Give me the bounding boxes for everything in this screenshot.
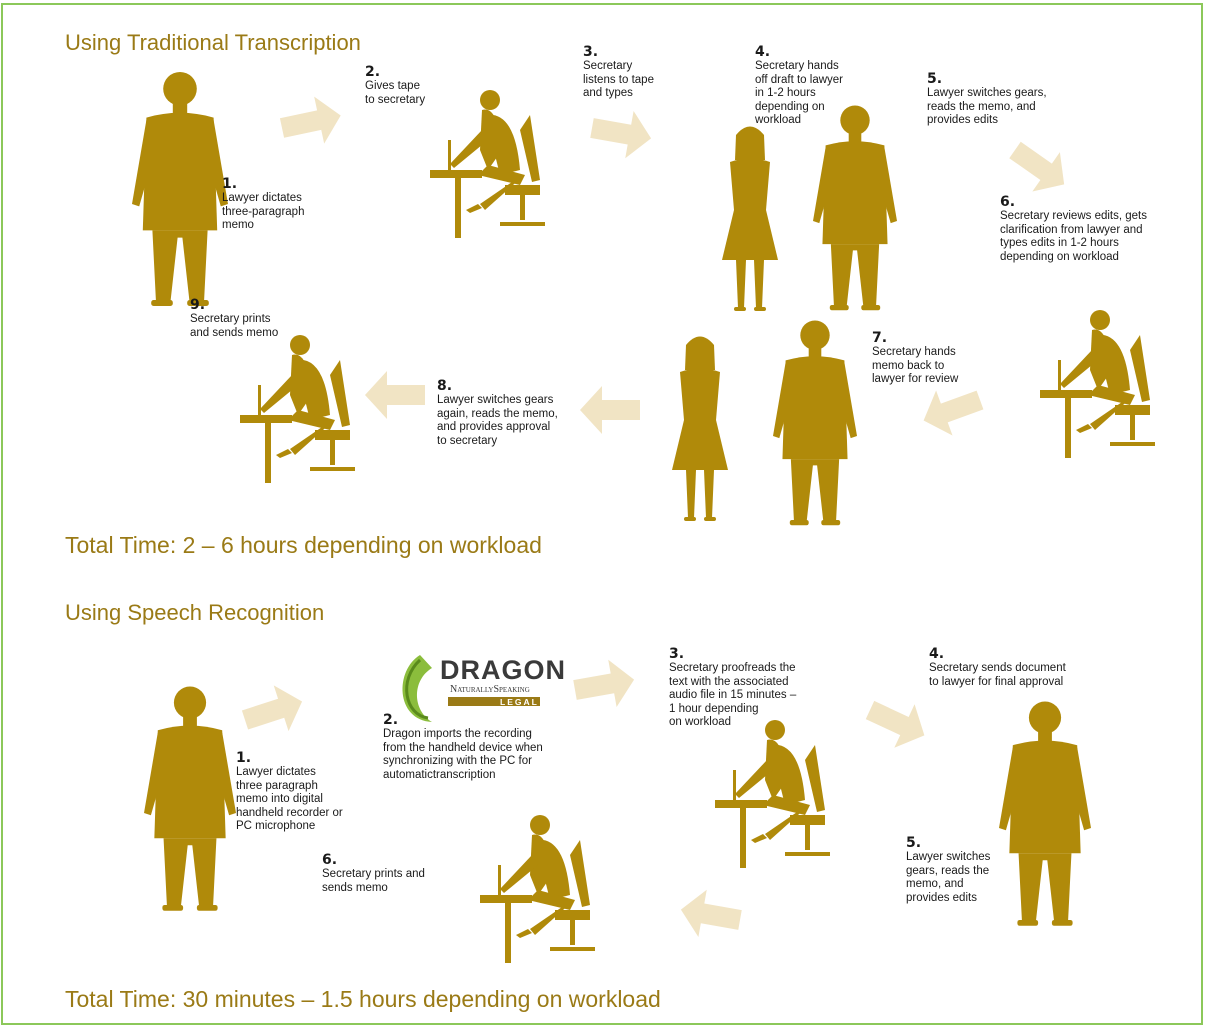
step-description: Lawyer switches gears again, reads the m… — [437, 394, 558, 447]
speech-step: 1. Lawyer dictates three paragraph memo … — [236, 750, 343, 834]
flow-arrow — [676, 885, 745, 944]
step-number: 1. — [236, 750, 252, 766]
traditional-step: 3. Secretary listens to tape and types — [583, 44, 654, 101]
step-number: 5. — [906, 835, 922, 851]
step-description: Secretary reviews edits, gets clarificat… — [1000, 210, 1148, 263]
traditional-step: 8. Lawyer switches gears again, reads th… — [437, 378, 558, 448]
secretary-figure — [715, 720, 830, 868]
arrow-group — [237, 92, 1078, 944]
flow-arrow — [237, 678, 310, 743]
secretary-figure — [722, 126, 778, 311]
speech-step: 6. Secretary prints and sends memo — [322, 852, 425, 895]
flow-arrow — [859, 688, 935, 758]
traditional-step: 9. Secretary prints and sends memo — [190, 297, 278, 340]
dragon-logo-brand: DRAGON — [440, 655, 566, 685]
step-description: Lawyer dictates three-paragraph memo — [222, 192, 305, 231]
step-description: Secretary proofreads the text with the a… — [669, 662, 797, 728]
step-number: 5. — [927, 71, 943, 87]
step-number: 8. — [437, 378, 453, 394]
step-number: 9. — [190, 297, 206, 313]
traditional-step: 4. Secretary hands off draft to lawyer i… — [755, 44, 843, 128]
traditional-step: 5. Lawyer switches gears, reads the memo… — [927, 71, 1047, 128]
step-number: 3. — [669, 646, 685, 662]
step-description: Gives tape to secretary — [365, 80, 426, 106]
traditional-step: 2. Gives tape to secretary — [365, 64, 425, 107]
diagram-frame — [1, 3, 1203, 1025]
step-number: 2. — [365, 64, 381, 80]
step-number: 4. — [929, 646, 945, 662]
traditional-step: 6. Secretary reviews edits, gets clarifi… — [1000, 194, 1147, 264]
speech-step: 3. Secretary proofreads the text with th… — [669, 646, 796, 730]
speech-total-time: Total Time: 30 minutes – 1.5 hours depen… — [65, 986, 661, 1012]
flow-arrow — [1001, 130, 1078, 205]
step-number: 3. — [583, 44, 599, 60]
flow-arrow — [277, 92, 346, 152]
step-description: Lawyer switches gears, reads the memo, a… — [927, 87, 1047, 126]
lawyer-figure — [144, 686, 236, 911]
lawyer-figure — [813, 105, 897, 311]
secretary-figure — [480, 815, 595, 963]
secretary-figure — [672, 336, 728, 521]
traditional-heading: Using Traditional Transcription — [65, 30, 361, 55]
secretary-figure — [240, 335, 355, 483]
dragon-logo-edition: LEGAL — [500, 697, 539, 707]
secretary-figure — [1040, 310, 1155, 458]
flow-arrow — [915, 377, 989, 444]
step-number: 6. — [1000, 194, 1016, 210]
step-description: Secretary listens to tape and types — [583, 60, 654, 99]
traditional-step: 1. Lawyer dictates three-paragraph memo — [222, 176, 304, 233]
speech-step: 4. Secretary sends document to lawyer fo… — [929, 646, 1066, 689]
flow-arrow — [580, 386, 640, 434]
traditional-step: 7. Secretary hands memo back to lawyer f… — [872, 330, 958, 387]
step-number: 6. — [322, 852, 338, 868]
flow-arrow — [365, 371, 425, 419]
legal-bar — [448, 697, 540, 706]
step-description: Secretary prints and sends memo — [322, 868, 425, 894]
secretary-figure — [430, 90, 545, 238]
speech-heading: Using Speech Recognition — [65, 600, 325, 625]
flow-arrow — [587, 104, 656, 163]
step-number: 1. — [222, 176, 238, 192]
step-description: Secretary hands memo back to lawyer for … — [872, 346, 959, 385]
lawyer-figure — [132, 71, 228, 306]
step-number: 7. — [872, 330, 888, 346]
step-description: Secretary sends document to lawyer for f… — [929, 662, 1066, 688]
step-description: Lawyer switches gears, reads the memo, a… — [906, 851, 991, 904]
step-number: 2. — [383, 712, 399, 728]
lawyer-figure — [773, 320, 857, 526]
step-number: 4. — [755, 44, 771, 60]
step-description: Lawyer dictates three paragraph memo int… — [236, 766, 343, 832]
lawyer-figure — [999, 701, 1091, 926]
dragon-logo-mark — [402, 655, 540, 722]
step-description: Secretary hands off draft to lawyer in 1… — [755, 60, 843, 126]
speech-step: 2. Dragon imports the recording from the… — [383, 712, 543, 782]
flow-arrow — [570, 655, 639, 714]
traditional-total-time: Total Time: 2 – 6 hours depending on wor… — [65, 532, 542, 558]
step-description: Dragon imports the recording from the ha… — [383, 728, 543, 781]
speech-step: 5. Lawyer switches gears, reads the memo… — [906, 835, 990, 905]
step-description: Secretary prints and sends memo — [190, 313, 279, 339]
dragon-logo-product: NaturallySpeaking — [450, 684, 530, 695]
